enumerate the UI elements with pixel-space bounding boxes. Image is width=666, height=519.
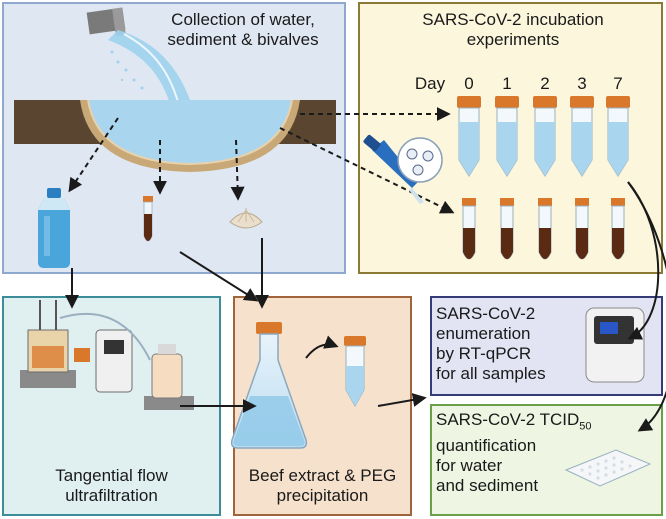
sediment-tube-day-1 [500, 198, 514, 260]
arrow-to-bottle [68, 117, 119, 193]
collection-title: Collection of water, sediment & bivalves [167, 10, 319, 49]
sediment-tube-day-7 [611, 198, 625, 260]
virus-bubble-icon [397, 137, 443, 183]
qpcr-machine-icon [585, 307, 645, 383]
sediment-tube-day-2 [538, 198, 552, 260]
filtration-apparatus-icon [20, 300, 194, 410]
water-tube-row [457, 96, 630, 177]
sediment-tube-day-0 [462, 198, 476, 260]
water-stream-icon [108, 30, 190, 104]
sediment-tube-day-3 [575, 198, 589, 260]
sediment-tube-icon [143, 196, 153, 242]
clam-shell-icon [229, 208, 263, 229]
arrow-to-sediment-tubes [279, 127, 455, 214]
water-tube-day-0 [457, 96, 481, 177]
arrow-tube-to-precipitation [179, 251, 259, 302]
water-tube-day-1 [495, 96, 519, 177]
flask-to-tube-arrow [305, 335, 339, 359]
day-2-label: 2 [540, 74, 550, 93]
sediment-tube-row [462, 198, 625, 260]
water-bottle-icon [38, 188, 70, 268]
tcid-text: SARS-CoV-2 TCID50 quantification for wat… [436, 410, 592, 496]
day-7-label: 7 [613, 74, 623, 93]
arrow-precipitation-to-enumeration [377, 393, 427, 407]
day-0-label: 0 [464, 74, 474, 93]
water-tube-day-7 [606, 96, 630, 177]
water-tube-day-3 [570, 96, 594, 177]
arrow-incubation-to-tcid [627, 181, 666, 432]
day-3-label: 3 [577, 74, 587, 93]
small-tube-icon [344, 336, 366, 408]
incubation-title: SARS-CoV-2 incubation experiments [422, 10, 604, 49]
arrow-to-clam [230, 139, 245, 201]
well-plate-icon [564, 449, 652, 487]
filtration-title: Tangential flow ultrafiltration [55, 466, 168, 505]
day-label: Day [414, 74, 446, 93]
pipe-icon [86, 7, 126, 37]
water-tube-day-2 [533, 96, 557, 177]
enumeration-text: SARS-CoV-2 enumeration by RT-qPCR for al… [436, 304, 546, 383]
soil-basin-icon [14, 99, 336, 172]
precipitation-title: Beef extract & PEG precipitation [248, 466, 397, 505]
day-1-label: 1 [502, 74, 512, 93]
flask-icon [230, 322, 308, 449]
